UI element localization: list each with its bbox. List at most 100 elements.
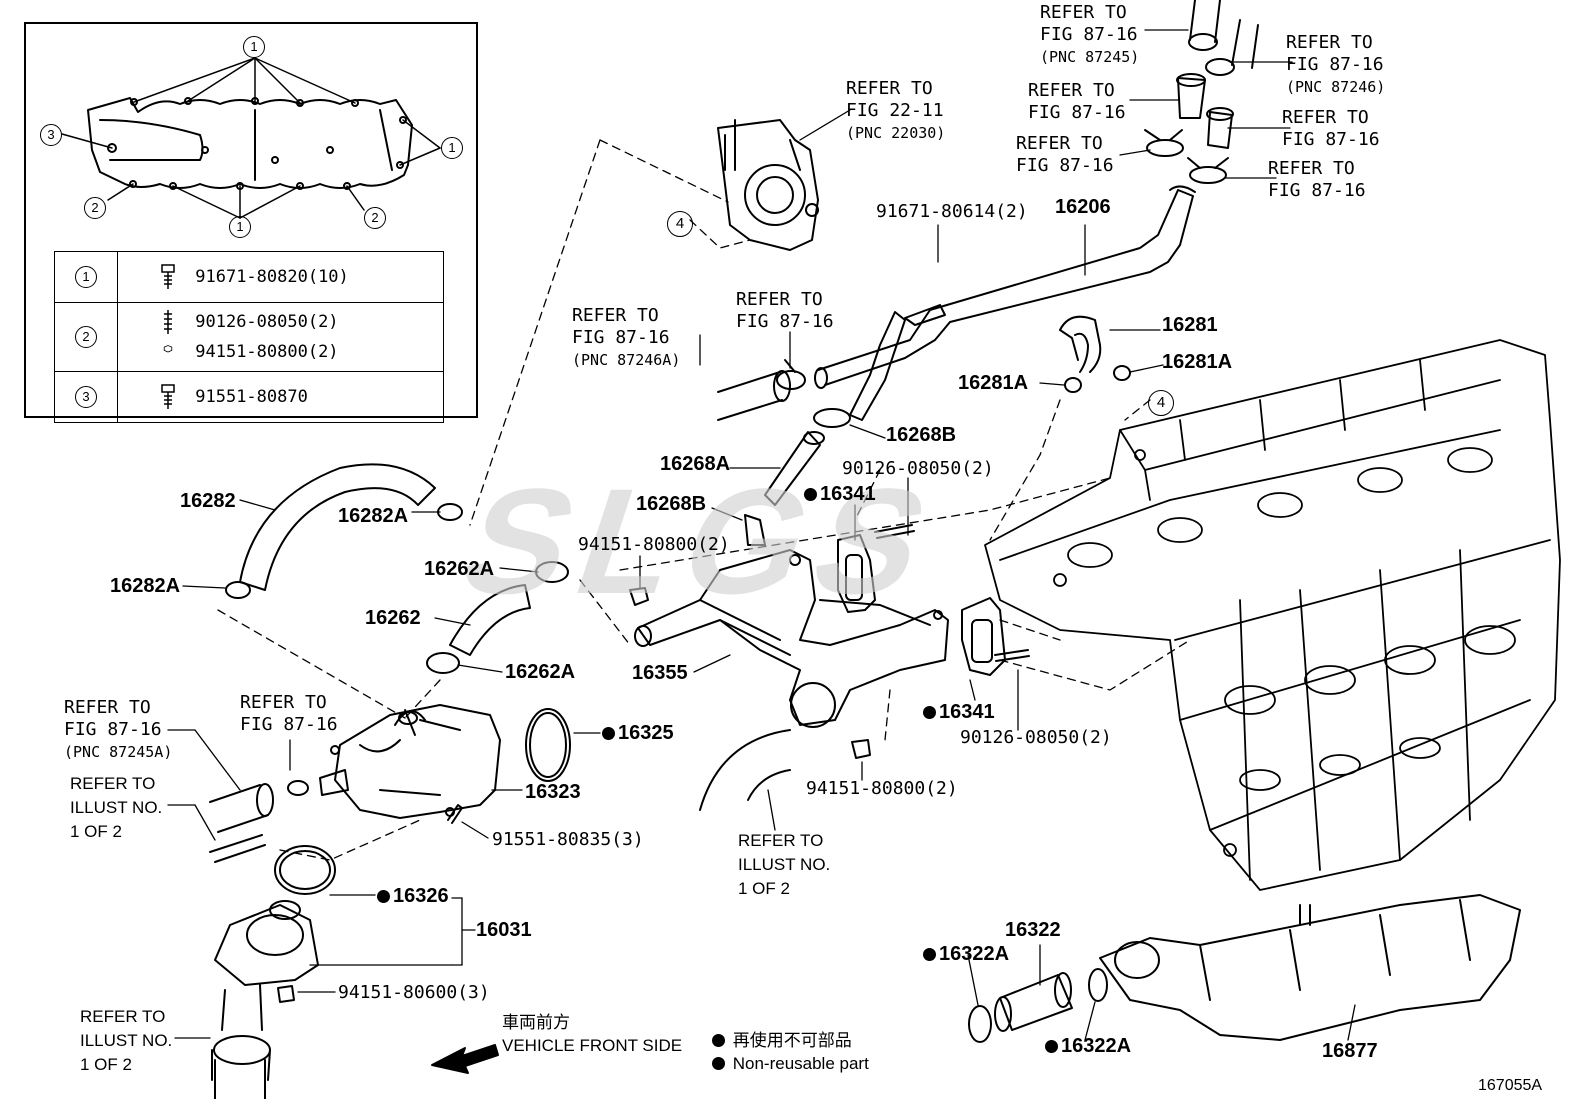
fastener-legend-table: 1 91671-80820(10) 2 90126-08050(2) 94151…	[54, 251, 444, 423]
part-16341-lower[interactable]: 16341	[923, 701, 995, 723]
throttle-body-drawing	[717, 119, 819, 251]
hose-bottom-left	[214, 1059, 266, 1099]
legend-part-94151-80800: 94151-80800(2)	[195, 342, 339, 362]
part-16031[interactable]: 16031	[476, 919, 532, 941]
part-16322A-bottom[interactable]: 16322A	[1045, 1035, 1131, 1057]
non-reusable-dot-icon	[712, 1057, 725, 1070]
thermostat-housing-16031-drawing	[211, 900, 319, 1081]
gasket-16325-drawing	[525, 708, 571, 782]
gasket-16326-drawing	[274, 845, 336, 895]
refer-fig-87-16-f[interactable]: REFER TO FIG 87-16	[240, 692, 338, 735]
part-16262A-lower[interactable]: 16262A	[505, 661, 576, 683]
non-reusable-dot-icon	[1045, 1040, 1058, 1053]
refer-fig-87-16-c[interactable]: REFER TO FIG 87-16	[1016, 133, 1114, 176]
part-16282A-upper[interactable]: 16282A	[338, 505, 409, 527]
refer-illust-1-of-2-center[interactable]: REFER TO ILLUST NO. 1 OF 2	[738, 831, 831, 898]
part-16355[interactable]: 16355	[632, 662, 688, 684]
part-94151-80800-upper[interactable]: 94151-80800(2)	[578, 534, 730, 555]
pipe-16322-drawing	[994, 972, 1073, 1032]
refer-fig-87-16-a[interactable]: REFER TO FIG 87-16	[1028, 80, 1126, 123]
legend-row: 1 91671-80820(10)	[54, 251, 444, 303]
front-arrow-icon	[431, 1044, 499, 1074]
non-reusable-dot-icon	[377, 890, 390, 903]
part-94151-80600[interactable]: 94151-80600(3)	[338, 982, 490, 1003]
inset-marker-1-top: 1	[243, 36, 265, 58]
figure-id: 167055A	[1478, 1077, 1543, 1094]
inset-marker-1-right: 1	[441, 137, 463, 159]
non-reusable-dot-icon	[712, 1034, 725, 1047]
part-16281[interactable]: 16281	[1162, 314, 1218, 336]
non-reusable-dot-icon	[923, 948, 936, 961]
vehicle-front-en: VEHICLE FRONT SIDE	[502, 1036, 683, 1055]
hose-87245A-drawing	[209, 780, 309, 863]
part-16341-upper[interactable]: 16341	[804, 483, 876, 505]
part-91671-80614[interactable]: 91671-80614(2)	[876, 201, 1028, 222]
non-reusable-dot-icon	[923, 706, 936, 719]
part-91551-80835[interactable]: 91551-80835(3)	[492, 829, 644, 850]
refer-illust-1-of-2-left[interactable]: REFER TO ILLUST NO. 1 OF 2	[70, 774, 163, 841]
part-90126-08050-upper[interactable]: 90126-08050(2)	[842, 458, 994, 479]
part-16268A[interactable]: 16268A	[660, 453, 731, 475]
connection-marker-4-left: 4	[667, 211, 693, 237]
legend-part-91671-80820: 91671-80820(10)	[195, 267, 349, 287]
gasket-16326-inner	[279, 850, 331, 890]
legend-key-3: 3	[75, 386, 97, 408]
refer-fig-87-16-pnc-87245A[interactable]: REFER TO FIG 87-16(PNC 87245A)	[64, 697, 173, 761]
legend-row: 2 90126-08050(2) 94151-80800(2)	[54, 302, 444, 372]
legend-row: 3 91551-80870	[54, 371, 444, 423]
gasket-16325-inner	[529, 712, 567, 778]
refer-fig-22-11[interactable]: REFER TO FIG 22-11(PNC 22030)	[846, 78, 946, 142]
part-16322[interactable]: 16322	[1005, 919, 1061, 941]
o-ring-16322A-right	[1088, 968, 1108, 1002]
water-inlet-housing-16323-drawing	[319, 704, 501, 819]
part-90126-08050-lower[interactable]: 90126-08050(2)	[960, 727, 1112, 748]
inset-leader-lines	[61, 57, 441, 219]
hose-illust-drawing	[699, 729, 791, 811]
stud-lower	[994, 649, 1030, 662]
part-16281A-left[interactable]: 16281A	[958, 372, 1029, 394]
part-16282A-lower[interactable]: 16282A	[110, 575, 181, 597]
hose-16268A-drawing	[744, 359, 851, 546]
inset-marker-1-bottom: 1	[229, 216, 251, 238]
part-16322A-left[interactable]: 16322A	[923, 943, 1009, 965]
part-16282[interactable]: 16282	[180, 490, 236, 512]
refer-illust-1-of-2-bottom[interactable]: REFER TO ILLUST NO. 1 OF 2	[80, 1007, 173, 1074]
part-16877[interactable]: 16877	[1322, 1040, 1378, 1062]
legend-part-90126-08050: 90126-08050(2)	[195, 312, 339, 332]
non-reusable-legend-en: Non-reusable part	[712, 1053, 869, 1075]
intake-gasket-drawing	[87, 97, 413, 190]
refer-fig-87-16-pnc-87245[interactable]: REFER TO FIG 87-16(PNC 87245)	[1040, 2, 1140, 66]
non-reusable-legend-jp: 再使用不可部品	[712, 1030, 852, 1052]
part-16206[interactable]: 16206	[1055, 196, 1111, 218]
part-16325[interactable]: 16325	[602, 722, 674, 744]
legend-part-91551-80870: 91551-80870	[195, 387, 308, 407]
pipe-87246A-drawing	[717, 371, 783, 421]
part-94151-80800-lower[interactable]: 94151-80800(2)	[806, 778, 958, 799]
part-16326[interactable]: 16326	[377, 885, 449, 907]
refer-fig-87-16-pnc-87246[interactable]: REFER TO FIG 87-16(PNC 87246)	[1286, 32, 1386, 96]
pipe-87246A-end	[773, 370, 791, 402]
part-16262A-upper[interactable]: 16262A	[424, 558, 495, 580]
refer-fig-87-16-e[interactable]: REFER TO FIG 87-16	[736, 289, 834, 332]
refer-fig-87-16-pnc-87246A[interactable]: REFER TO FIG 87-16(PNC 87246A)	[572, 305, 681, 369]
flange-bolt-icon	[161, 384, 175, 409]
nut-drawings	[277, 587, 871, 1003]
part-16323[interactable]: 16323	[525, 781, 581, 803]
assembly-dashed-lines	[217, 139, 1191, 861]
inset-marker-3: 3	[40, 124, 62, 146]
gasket-16341-upper-drawing	[837, 534, 876, 613]
connection-marker-4-right: 4	[1148, 390, 1174, 416]
flange-bolt-icon	[161, 264, 175, 289]
part-16281A-right[interactable]: 16281A	[1162, 351, 1233, 373]
gasket-16341-lower-drawing	[961, 597, 1006, 676]
water-pipe-16877-drawing	[1099, 894, 1521, 1041]
refer-fig-87-16-d[interactable]: REFER TO FIG 87-16	[1268, 158, 1366, 201]
hose-16281-drawing	[1059, 315, 1131, 393]
refer-fig-87-16-b[interactable]: REFER TO FIG 87-16	[1282, 107, 1380, 150]
part-16268B-lower[interactable]: 16268B	[636, 493, 707, 515]
part-16262[interactable]: 16262	[365, 607, 421, 629]
leader-lines	[167, 29, 1356, 1041]
part-16268B-upper[interactable]: 16268B	[886, 424, 957, 446]
inset-marker-2-right: 2	[364, 207, 386, 229]
